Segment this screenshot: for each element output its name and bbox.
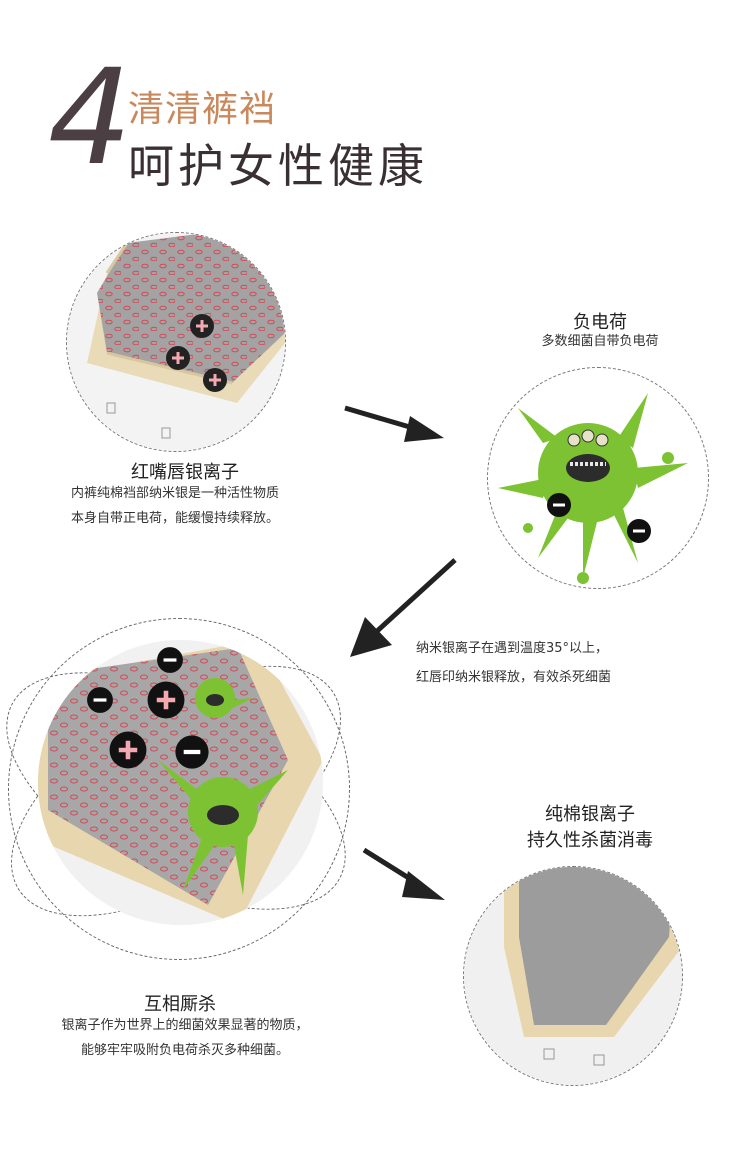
arrow-icon [340, 398, 450, 452]
fabric-battle-circle [38, 640, 323, 925]
fabric-plain-illustration [464, 867, 682, 1085]
header-number: 4 [48, 41, 132, 195]
section4-desc-1: 银离子作为世界上的细菌效果显著的物质， [61, 1018, 309, 1033]
section4-desc-2: 能够牢牢吸附负电荷杀灭多种细菌。 [80, 1043, 289, 1058]
fabric-positive-illustration [67, 233, 285, 451]
arrow-icon [360, 845, 450, 909]
header-title-line2: 呵护女性健康 [128, 139, 428, 193]
section1-desc-2: 本身自带正电荷，能缓慢持续释放。 [70, 511, 279, 526]
minus-charge-icon [156, 646, 184, 678]
plus-charge-icon [146, 680, 186, 724]
plus-charge-icon [202, 367, 228, 397]
plus-charge-icon [189, 313, 215, 343]
minus-charge-icon [546, 492, 572, 522]
minus-charge-icon [174, 734, 210, 774]
plus-charge-icon [165, 345, 191, 375]
minus-charge-icon [86, 686, 114, 718]
section3-line1: 纳米银离子在遇到温度35°以上， [416, 641, 609, 656]
bacteria-circle [487, 367, 709, 589]
section5-line1: 纯棉银离子 [545, 804, 635, 825]
fabric-positive-circle [66, 232, 286, 452]
arrow-icon [340, 555, 460, 669]
section1-desc-1: 内裤纯棉裆部纳米银是一种活性物质 [70, 486, 279, 501]
bacteria-icon [498, 393, 688, 584]
orbit-ring [8, 618, 350, 960]
fabric-plain-circle [463, 866, 683, 1086]
section3-line2: 红唇印纳米银释放，有效杀死细菌 [416, 670, 612, 685]
section2-subtitle: 多数细菌自带负电荷 [541, 334, 659, 349]
fabric-battle-illustration [38, 640, 323, 925]
section4-title: 互相厮杀 [144, 994, 216, 1015]
plus-charge-icon [108, 730, 148, 774]
minus-charge-icon [626, 518, 652, 548]
section5-line2: 持久性杀菌消毒 [527, 830, 653, 851]
section2-title: 负电荷 [573, 312, 627, 333]
section1-title: 红嘴唇银离子 [131, 462, 239, 483]
header-title-line1: 清清裤裆 [128, 89, 277, 130]
